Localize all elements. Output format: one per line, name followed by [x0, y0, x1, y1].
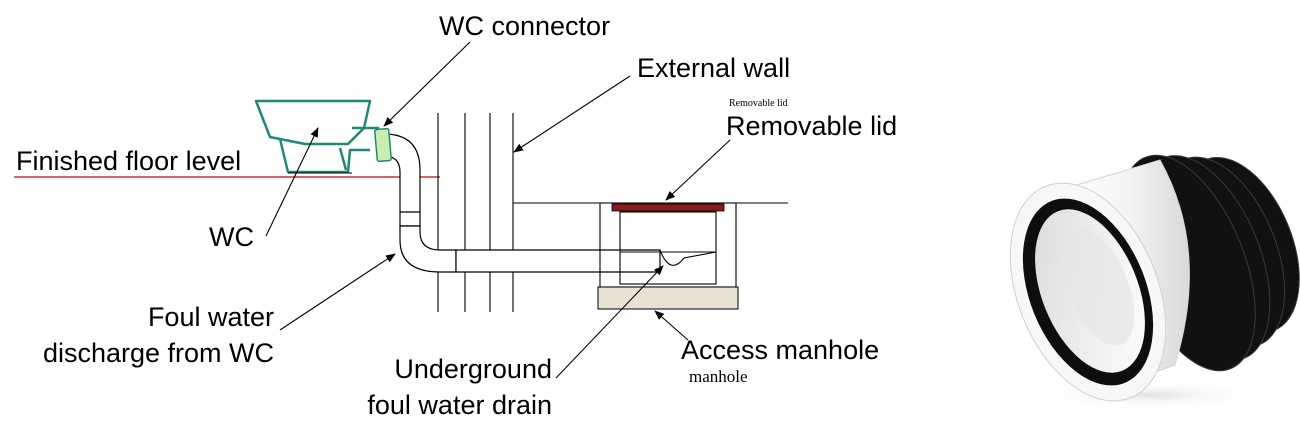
leader-removable-lid [665, 139, 731, 201]
label-mask [722, 106, 922, 114]
manhole-base [597, 286, 739, 310]
label-wc-connector: WC connector [439, 11, 610, 41]
label-external-wall: External wall [637, 53, 790, 83]
label-underground-2: foul water drain [367, 390, 552, 420]
leader-foul-water [279, 253, 396, 331]
label-removable-small: Removable lid [729, 98, 788, 109]
leader-wc-connector [383, 41, 471, 127]
access-manhole [599, 202, 737, 288]
external-wall [437, 113, 514, 312]
wc-pan-connector-photo [1009, 154, 1300, 409]
label-underground-1: Underground [394, 354, 552, 384]
label-removable-lid: Removable lid [726, 111, 897, 141]
label-foul-water-1: Foul water [148, 302, 274, 332]
removable-lid-part [611, 203, 725, 212]
label-finished-floor: Finished floor level [16, 146, 241, 176]
leader-lines [265, 41, 731, 379]
leader-wc [265, 127, 319, 237]
wc-connector-part [374, 127, 392, 163]
leader-access-manhole [654, 310, 689, 341]
leader-external-wall [513, 75, 631, 153]
connector-bore [1061, 228, 1135, 346]
leader-underground [555, 265, 664, 379]
photo-shadow [1030, 381, 1270, 409]
label-manhole-small: manhole [689, 367, 748, 386]
label-foul-water-2: discharge from WC [43, 338, 274, 368]
wc-icon [254, 99, 380, 174]
label-wc: WC [209, 222, 254, 252]
label-access-manhole: Access manhole [681, 335, 879, 365]
